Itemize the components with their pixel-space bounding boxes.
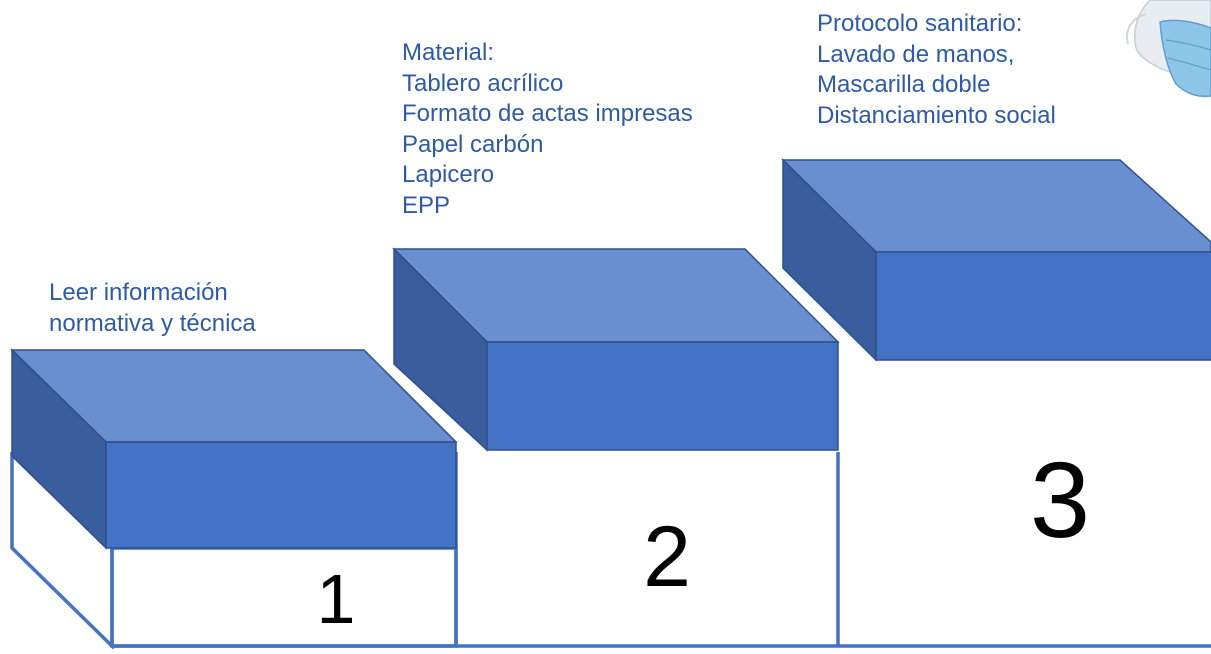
podium-block-3 xyxy=(781,158,1211,362)
face-mask-image xyxy=(1126,0,1211,98)
step-2-caption-line: EPP xyxy=(402,191,451,219)
step-1-caption: Leer información normativa y técnica xyxy=(49,278,256,339)
block-1-front-face xyxy=(105,441,457,549)
step-2-caption-line: Material: xyxy=(402,39,495,66)
step-1-caption-line: normativa y técnica xyxy=(49,309,256,337)
step-2-number: 2 xyxy=(643,509,691,605)
step-3-number: 3 xyxy=(1030,439,1090,560)
block-2-front-face xyxy=(486,341,839,451)
step-3-caption-line: Lavado de manos, xyxy=(817,40,1015,68)
step-3-caption-line: Distanciamiento social xyxy=(817,101,1056,129)
step-3-caption-line: Mascarilla doble xyxy=(817,71,991,98)
block-3-front-face xyxy=(875,251,1211,361)
podium-1-front-outline xyxy=(110,546,458,648)
step-1-caption-line: Leer información xyxy=(49,279,228,306)
step-2-caption-line: Tablero acrílico xyxy=(402,69,564,97)
step-2-caption-line: Formato de actas impresas xyxy=(402,100,693,127)
podium-block-1 xyxy=(10,348,458,550)
step-3-caption-line: Protocolo sanitario: xyxy=(817,10,1023,37)
step-2-caption-line: Lapicero xyxy=(402,161,495,188)
podium-block-2 xyxy=(392,247,840,452)
step-3-caption: Protocolo sanitario: Lavado de manos, Masc… xyxy=(817,9,1056,131)
step-2-caption-line: Papel carbón xyxy=(402,130,544,158)
step-1-number: 1 xyxy=(317,560,356,638)
